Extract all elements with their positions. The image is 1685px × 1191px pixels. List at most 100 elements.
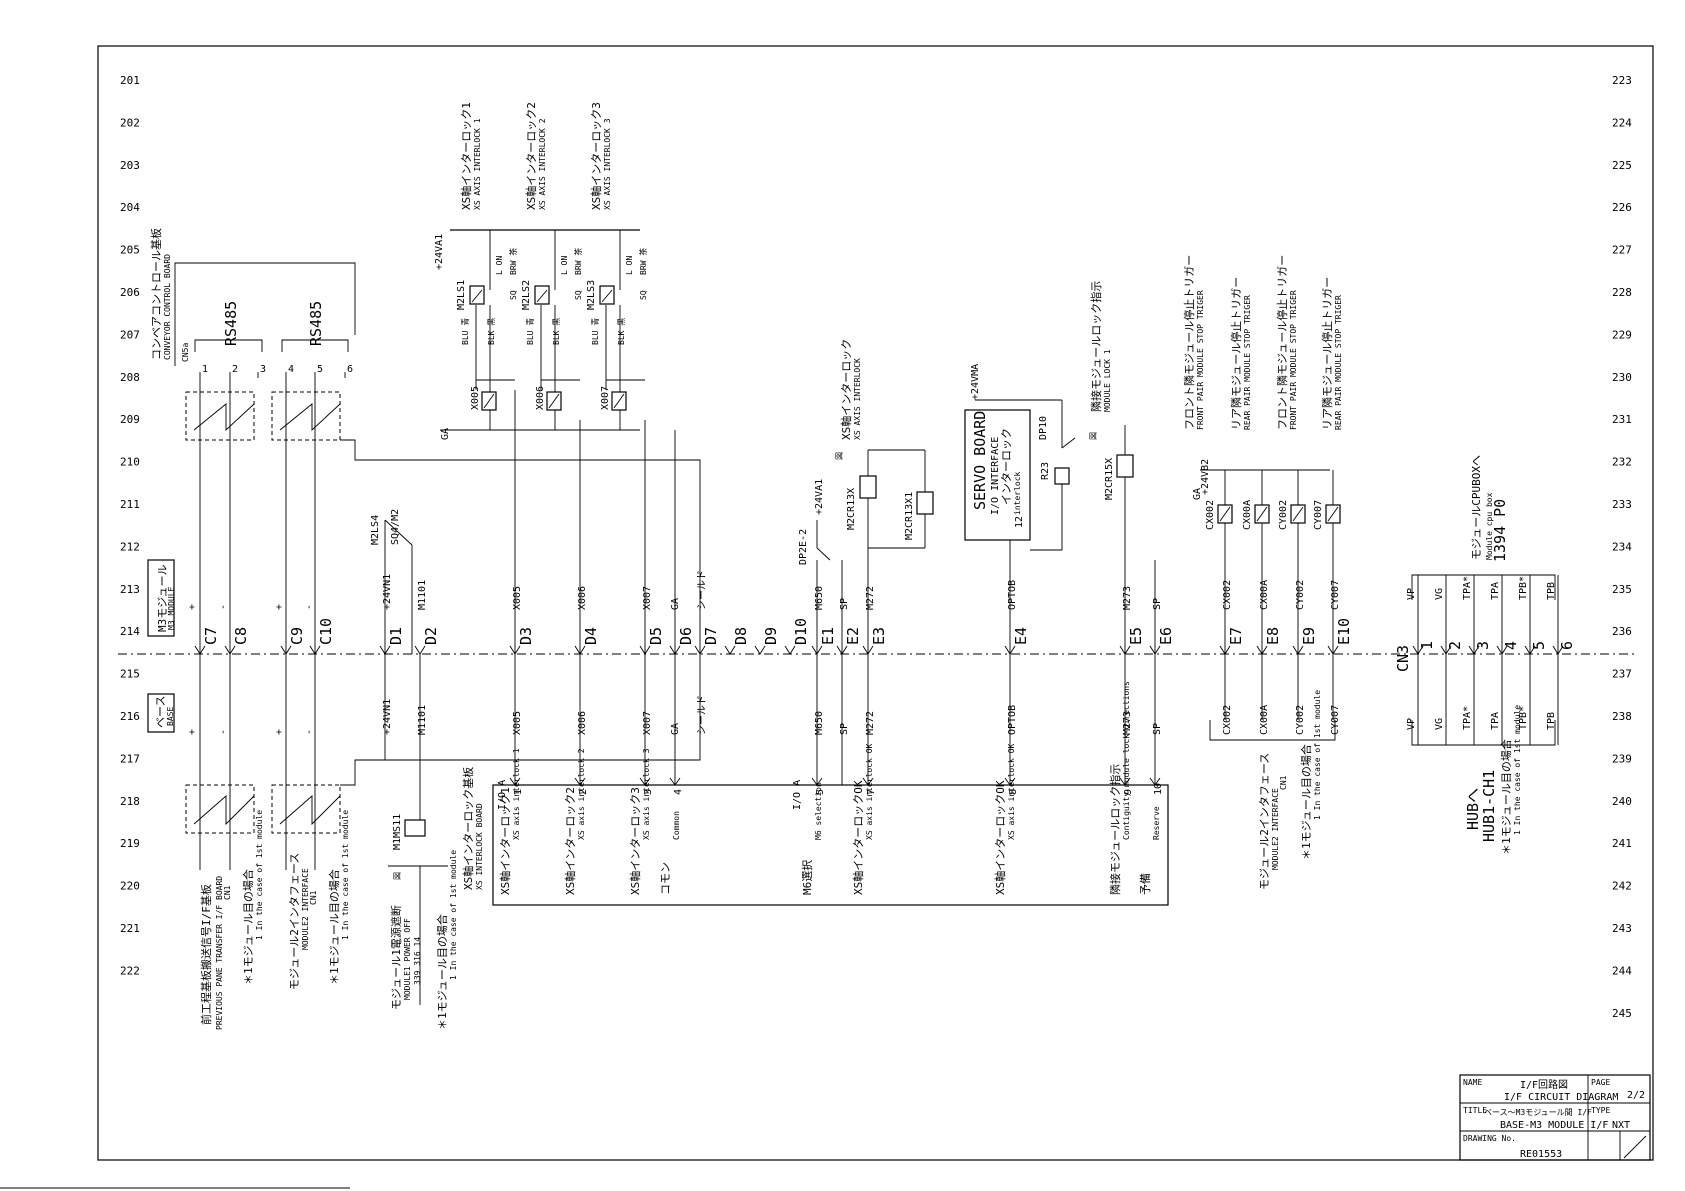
stop-sensor-mark (1256, 506, 1268, 522)
xs-board-arrow (862, 777, 874, 786)
cpu-sig-upper-2: VG (1434, 588, 1445, 600)
right-row-239: 239 (1612, 752, 1632, 765)
tb-title-en: BASE-M3 MODULE I/F (1500, 1120, 1608, 1131)
upper-signal-d4: X006 (577, 586, 588, 610)
lower-signal-d3: X005 (512, 711, 523, 735)
left-row-202: 202 (120, 116, 140, 129)
pin-D4: D4 (582, 627, 600, 645)
xs-board-frame (492, 784, 1169, 906)
cpubox-sub: 1394 P0 (1491, 499, 1509, 562)
conveyor-pin-1: 1 (202, 364, 208, 375)
pin-E6: E6 (1157, 627, 1175, 645)
left-row-221: 221 (120, 922, 140, 935)
interlock-sensor-mark (613, 393, 625, 409)
pin-D8: D8 (732, 627, 750, 645)
right-row-230: 230 (1612, 371, 1632, 384)
xs-board-pin-1: 1 (513, 789, 524, 795)
cpu-sig-lower-3: TPA* (1462, 706, 1473, 730)
xs-interlock-top-jp: XS軸インターロック (839, 339, 853, 440)
cpu-pin-4: 4 (1502, 641, 1520, 650)
xs-board-item-1-jp: XS軸インターロック1 (498, 787, 512, 895)
pin-arrow-E6 (1149, 645, 1161, 655)
supply-24vma-label: +24VMA (970, 364, 981, 400)
cpu-pin-2: 2 (1446, 641, 1464, 650)
stop-trigger-1-jp: フロント隣モジュール停止トリガー (1182, 255, 1196, 430)
right-row-242: 242 (1612, 880, 1632, 893)
supply-24va1b-label: +24VA1 (814, 479, 825, 515)
lower-signal-e8: CX00A (1259, 705, 1270, 735)
left-row-220: 220 (120, 880, 140, 893)
xs-board-item-4-jp: コモン (659, 862, 672, 895)
m1ms11-label: M1MS11 (392, 814, 403, 850)
upper-signal-e4: OPTOB (1007, 580, 1018, 610)
pin-arrow-C8 (224, 645, 236, 655)
pin-C9: C9 (288, 627, 306, 645)
pin-D5: D5 (647, 627, 665, 645)
cpu-sig-upper-3: TPA* (1462, 576, 1473, 600)
pin-arrow-D6 (669, 645, 681, 655)
cpu-pin-1: 1 (1418, 641, 1436, 650)
rs485-label-b: RS485 (307, 301, 325, 346)
power-cn: 339 316 14 (413, 937, 422, 985)
right-row-numbers: 2232242252262272282292302312322332342352… (1612, 74, 1632, 1020)
cpubox-jp: モジュールCPUBOXへ (1470, 455, 1483, 560)
pin-D2: D2 (422, 627, 440, 645)
hub-label-b: HUB1-CH1 (1480, 770, 1498, 842)
base-label-jp: ベース (154, 696, 167, 728)
upper-signal-plus2: + (274, 604, 285, 610)
upper-signal-e6: SP (1152, 598, 1163, 610)
m1ms11-mark: 図 (393, 872, 402, 880)
m3-module-label: M3モジュール M3 MODULE (147, 559, 176, 637)
cpu-sig-upper-1: VP (1406, 588, 1417, 600)
cpu-sig-lower-5: TPB* (1518, 706, 1529, 730)
module-lock-jp: 隣接モジュールロック指示 (1089, 281, 1103, 412)
xs-board-item-7-jp: XS軸インターロックOK (993, 780, 1007, 895)
pin-arrow-D9 (754, 645, 766, 655)
xs-board-jp: XS軸インターロック基板 (461, 767, 475, 890)
prev-board-en: PREVIOUS PANE TRANSFER I/F BOARD (215, 876, 224, 1030)
pin-arrow-D8 (724, 645, 736, 655)
xs-board-item-7-en: XS axis interlock OK (1007, 743, 1016, 840)
pin-arrow-E2 (836, 645, 848, 655)
lower-signal-d6: GA (670, 723, 681, 735)
servo-pin-12: 12 (1014, 516, 1025, 528)
xs-board-item-3-jp: XS軸インターロック3 (628, 787, 642, 895)
right-row-243: 243 (1612, 922, 1632, 935)
left-row-208: 208 (120, 371, 140, 384)
cpu-sig-lower-1: VP (1406, 718, 1417, 730)
cpu-sig-upper-5: TPB* (1518, 576, 1529, 600)
right-row-244: 244 (1612, 964, 1632, 977)
tb-name-en: I/F CIRCUIT DIAGRAM (1504, 1092, 1618, 1103)
conveyor-board-jp: コンベアコントロール基板 (149, 228, 163, 360)
conveyor-control-board: コンベアコントロール基板 CONVEYOR CONTROL BOARD CN5a… (149, 228, 356, 378)
e7-star: ＊1モジュール目の場合 (1299, 744, 1313, 860)
prev-board-cn: CN1 (223, 885, 232, 900)
xs-board-item-6-en: XS axis interlock OK (865, 743, 874, 840)
right-row-237: 237 (1612, 668, 1632, 681)
sensor-sq-2: SQ (574, 290, 583, 300)
lower-signal-d5: X007 (642, 711, 653, 735)
mod2-star-en: 1 In the case of 1st module (341, 810, 350, 940)
interlock-3-sw: M2LS3 (586, 280, 597, 310)
pin-D10: D10 (792, 618, 810, 645)
tb-type-label: TYPE (1591, 1106, 1610, 1115)
interlock-2-sensor: X006 (535, 386, 546, 410)
upper-signal-plus1: + (187, 604, 198, 610)
right-row-232: 232 (1612, 456, 1632, 469)
cpu-pin-arrow (1468, 645, 1480, 655)
right-row-241: 241 (1612, 837, 1632, 850)
pin-arrow-E1 (811, 645, 823, 655)
lower-signal-d1: +24VN1 (382, 699, 393, 735)
left-row-209: 209 (120, 413, 140, 426)
pin-arrow-C10 (309, 645, 321, 655)
stop-trigger-2-jp: リア隣モジュール停止トリガー (1229, 277, 1243, 430)
right-row-225: 225 (1612, 159, 1632, 172)
right-row-223: 223 (1612, 74, 1632, 87)
dp2e-switch: DP2E-2 +24VA1 (798, 479, 831, 565)
left-row-216: 216 (120, 710, 140, 723)
pin-E8: E8 (1264, 627, 1282, 645)
upper-signal-d3: X005 (512, 586, 523, 610)
